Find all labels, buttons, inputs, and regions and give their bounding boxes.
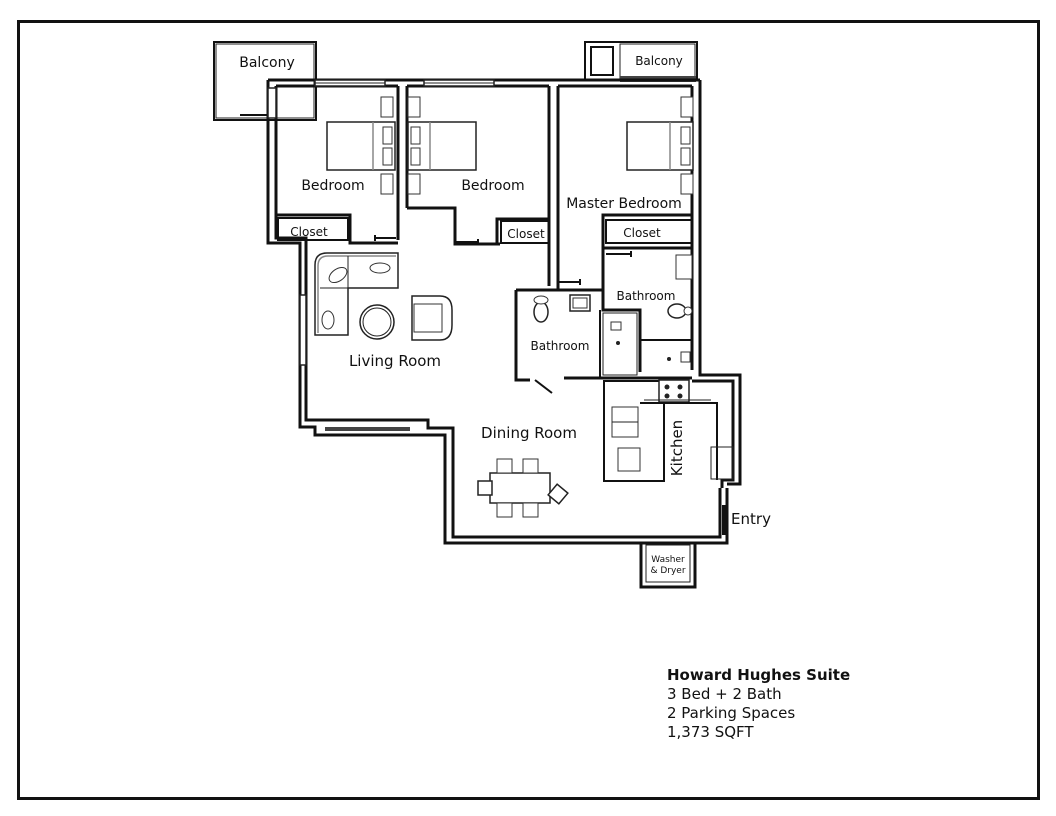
bathroom-master-label: Bathroom [617, 289, 676, 303]
armchair [411, 295, 453, 341]
interior-walls [276, 86, 693, 482]
closet-3-label: Closet [623, 226, 661, 240]
closet-2-label: Closet [507, 227, 545, 241]
balcony-right-label: Balcony [635, 54, 683, 68]
hall-bath-fixtures [533, 294, 622, 345]
page-border [17, 20, 1040, 800]
bedroom-2-label: Bedroom [461, 178, 524, 194]
dining-set [477, 458, 569, 518]
dining-room-label: Dining Room [481, 424, 577, 442]
washer-dryer-closet [639, 543, 697, 589]
entry-label: Entry [731, 510, 771, 528]
master-bath-fixtures [667, 254, 693, 363]
doors [374, 235, 632, 394]
suite-info: Howard Hughes Suite 3 Bed + 2 Bath 2 Par… [667, 666, 850, 742]
bed-master [626, 96, 694, 195]
bed-2 [407, 96, 477, 195]
kitchen-fixtures [611, 379, 734, 480]
washer-dryer-2-label: & Dryer [650, 566, 685, 576]
balcony-left-label: Balcony [239, 55, 295, 71]
bed-1 [326, 96, 396, 195]
kitchen-label: Kitchen [668, 420, 686, 476]
living-room-label: Living Room [349, 352, 441, 370]
beds-baths: 3 Bed + 2 Bath [667, 685, 782, 703]
suite-title: Howard Hughes Suite [667, 666, 851, 684]
bathroom-hall-label: Bathroom [531, 339, 590, 353]
windows [267, 79, 495, 431]
master-bedroom-label: Master Bedroom [566, 196, 682, 212]
sectional-sofa [314, 252, 399, 336]
bedroom-1-label: Bedroom [301, 178, 364, 194]
round-table [359, 304, 395, 340]
parking-spaces: 2 Parking Spaces [667, 704, 796, 722]
closet-1-label: Closet [290, 225, 328, 239]
washer-dryer-1-label: Washer [651, 555, 685, 565]
square-footage: 1,373 SQFT [667, 723, 754, 741]
